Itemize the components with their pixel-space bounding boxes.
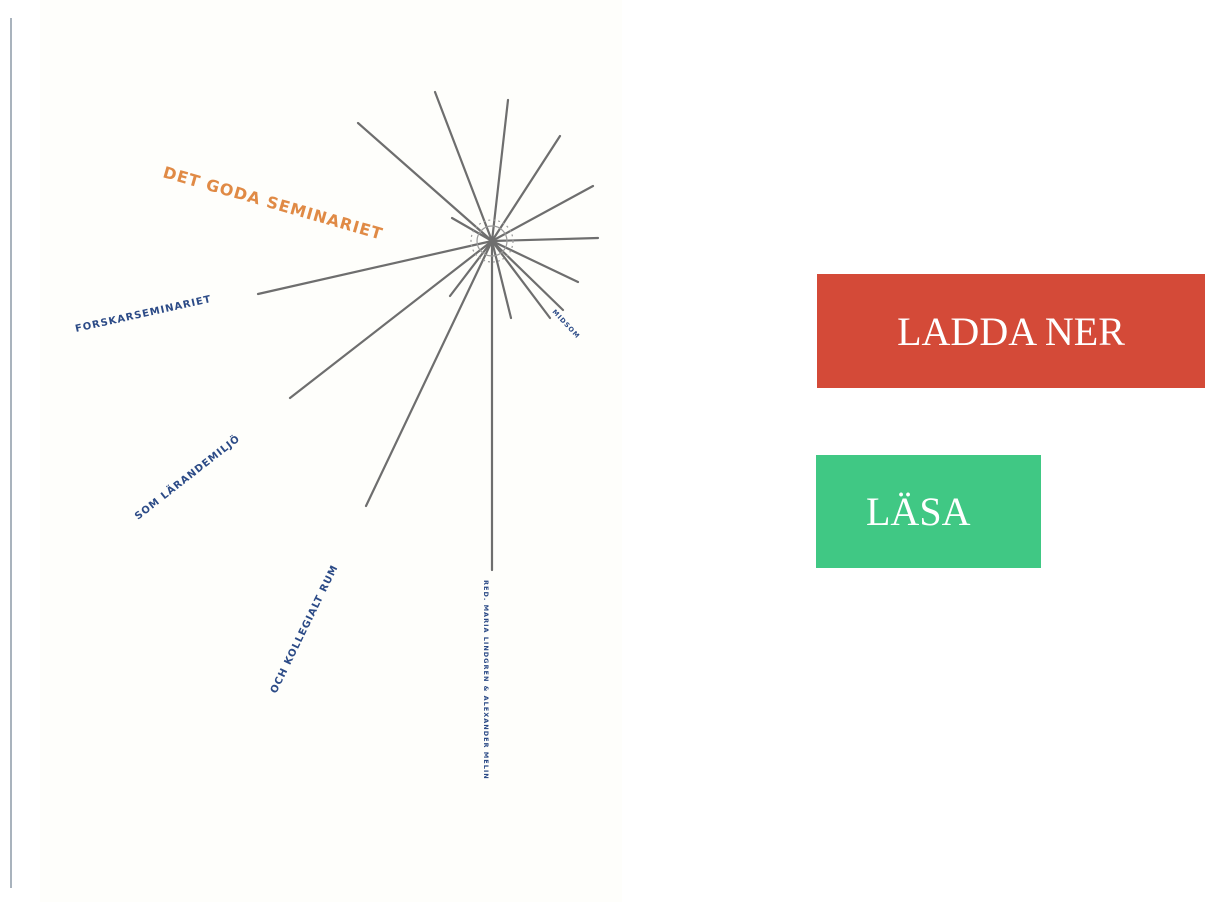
- ray: [490, 98, 510, 243]
- ray-larandemiljo: [288, 239, 494, 400]
- ray: [433, 90, 494, 243]
- starburst-center: [470, 219, 514, 263]
- ray: [490, 236, 600, 243]
- cover-label-kollegialt-rum: OCH KOLLEGIALT RUM: [269, 563, 341, 695]
- book-cover: DET GODA SEMINARIET FORSKARSEMINARIET SO…: [40, 0, 622, 902]
- ray-forskarseminariet: [256, 239, 494, 296]
- download-button-label: LADDA NER: [897, 308, 1125, 354]
- ray-kollegialt-rum: [364, 239, 494, 508]
- left-divider: [10, 18, 12, 888]
- read-button[interactable]: LÄSA: [816, 455, 1041, 568]
- starburst-rays: [256, 90, 600, 572]
- ray: [490, 184, 595, 243]
- ray: [490, 239, 552, 320]
- cover-starburst: DET GODA SEMINARIET FORSKARSEMINARIET SO…: [74, 90, 600, 780]
- download-button[interactable]: LADDA NER: [817, 274, 1205, 388]
- ray-small: [490, 239, 565, 312]
- ray: [490, 239, 580, 284]
- ray: [448, 239, 494, 298]
- center-ring: [476, 225, 508, 257]
- ray: [356, 121, 494, 243]
- cover-label-small: MIDSOM: [551, 308, 582, 340]
- center-ring-outer: [470, 219, 514, 263]
- cover-label-authors: RED. MARIA LINDGREN & ALEXANDER MELIN: [482, 580, 490, 780]
- cover-title: DET GODA SEMINARIET: [161, 163, 385, 244]
- ray: [490, 239, 513, 320]
- cover-label-forskarseminariet: FORSKARSEMINARIET: [74, 294, 212, 335]
- read-button-label: LÄSA: [866, 489, 971, 534]
- ray-title: [450, 216, 494, 243]
- cover-label-larandemiljo: SOM LÄRANDEMILJÖ: [131, 431, 242, 522]
